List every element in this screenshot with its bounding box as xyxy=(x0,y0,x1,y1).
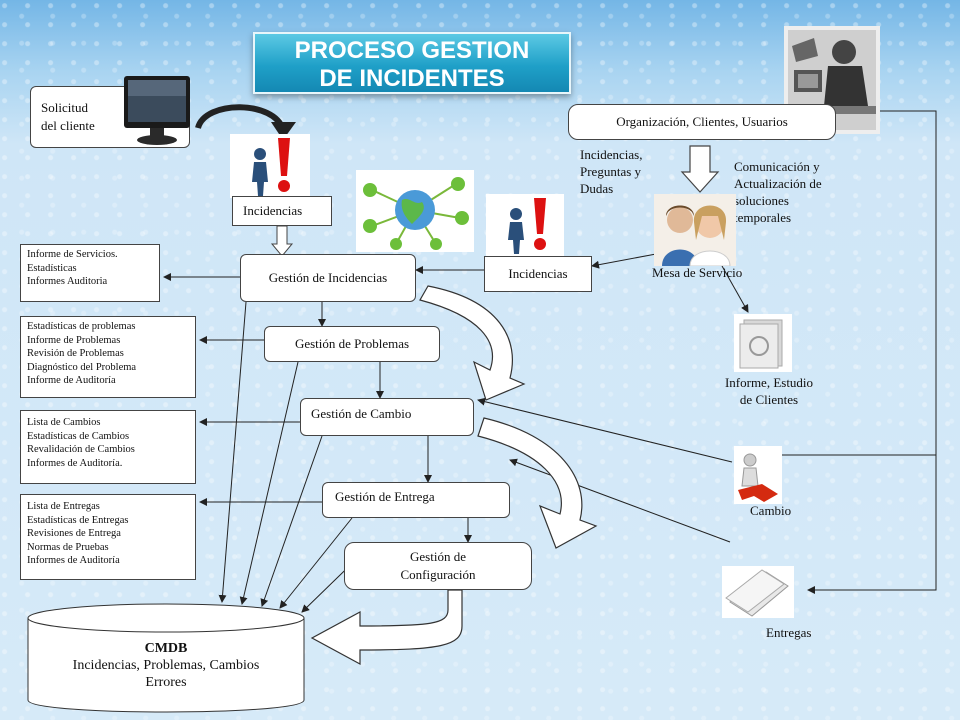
list-item: Revisión de Problemas xyxy=(27,348,124,360)
curve-arrow-solicitud xyxy=(195,104,286,132)
cmdb-title: CMDB xyxy=(144,641,188,656)
comunicacion-line1: Comunicación y xyxy=(734,159,820,174)
process-gestion-problemas: Gestión de Problemas xyxy=(264,326,440,362)
preguntas-line3: Dudas xyxy=(580,181,614,196)
solicitud-line1: Solicitud xyxy=(41,100,88,115)
list-servicios: Informe de Servicios. Estadísticas Infor… xyxy=(20,244,160,302)
title-line2: DE INCIDENTES xyxy=(319,65,505,92)
change-person-icon xyxy=(734,446,782,504)
list-item: Informe de Auditoría xyxy=(27,375,116,387)
cmdb-line1: Incidencias, Problemas, Cambios xyxy=(72,658,260,673)
list-item: Estadísticas de problemas xyxy=(27,321,136,332)
list-item: Revalidación de Cambios xyxy=(27,444,135,456)
list-item: Estadísticas xyxy=(27,262,77,274)
process-gestion-entrega: Gestión de Entrega xyxy=(322,482,510,518)
papers-icon xyxy=(722,566,794,618)
preguntas-line1: Incidencias, xyxy=(580,147,643,162)
call-center-photo-icon xyxy=(784,26,880,134)
preguntas-line2: Preguntas y xyxy=(580,164,642,179)
comunicacion-line2: Actualización de xyxy=(734,176,822,191)
process-problemas-label: Gestión de Problemas xyxy=(294,336,410,351)
monitor-icon xyxy=(124,76,190,145)
big-curved-arrow-cmdb xyxy=(310,589,463,666)
list-item: Informes Auditoria xyxy=(27,276,108,288)
list-item: Informes de Auditoría xyxy=(27,555,120,567)
process-cambio-label: Gestión de Cambio xyxy=(311,406,412,421)
process-config-line1: Gestión de xyxy=(410,549,466,564)
preguntas-text: Incidencias, Preguntas y Dudas xyxy=(580,146,642,197)
incidencias-right-box: Incidencias xyxy=(484,256,592,292)
hollow-arrow-incidencias xyxy=(270,225,294,257)
incidencias-left-label: Incidencias xyxy=(243,203,303,218)
list-item: Normas de Pruebas xyxy=(27,541,109,553)
cmdb-cylinder xyxy=(27,618,305,713)
comunicacion-line4: temporales xyxy=(734,210,792,225)
incidencias-left-box: Incidencias xyxy=(232,196,332,226)
process-gestion-configuracion: Gestión de Configuración xyxy=(344,542,532,590)
list-item: Informes de Auditoría. xyxy=(27,457,123,469)
list-cambios: Lista de Cambios Estadísticas de Cambios… xyxy=(20,410,196,484)
process-entrega-label: Gestión de Entrega xyxy=(335,489,435,504)
list-item: Informe de Problemas xyxy=(27,334,121,346)
list-item: Informe de Servicios. xyxy=(27,249,118,260)
title-line1: PROCESO GESTION xyxy=(294,37,530,64)
process-gestion-incidencias: Gestión de Incidencias xyxy=(240,254,416,302)
informe-clientes-line1: Informe, Estudio xyxy=(724,375,814,390)
comunicacion-line3: soluciones xyxy=(734,193,789,208)
entregas-label: Entregas xyxy=(766,625,812,640)
cambio-label: Cambio xyxy=(750,503,792,518)
process-config-line2: Configuración xyxy=(400,567,476,582)
help-desk-people-icon xyxy=(654,194,736,266)
list-entregas: Lista de Entregas Estadísticas de Entreg… xyxy=(20,494,196,580)
informe-clientes-text: Informe, Estudio de Clientes xyxy=(714,374,824,408)
comunicacion-text: Comunicación y Actualización de solucion… xyxy=(734,158,822,226)
mesa-label: Mesa de Servicio xyxy=(652,265,743,280)
cmdb-line2: Errores xyxy=(145,675,187,690)
big-curved-arrow-1 xyxy=(419,285,526,401)
list-problemas: Estadísticas de problemas Informe de Pro… xyxy=(20,316,196,398)
list-item: Diagnóstico del Problema xyxy=(27,361,137,373)
page-title: PROCESO GESTION DE INCIDENTES xyxy=(253,32,571,94)
cmdb-text: CMDB Incidencias, Problemas, Cambios Err… xyxy=(28,640,304,691)
organizacion-box: Organización, Clientes, Usuarios xyxy=(568,104,836,140)
list-item: Estadísticas de Entregas xyxy=(27,514,129,526)
hollow-arrow-mesa xyxy=(680,145,720,193)
globe-network-icon xyxy=(356,170,474,252)
informe-clientes-line2: de Clientes xyxy=(739,392,799,407)
big-curved-arrow-2 xyxy=(477,417,598,549)
warning-person-icon xyxy=(230,134,310,198)
list-item: Lista de Cambios xyxy=(27,417,101,428)
list-item: Revisiones de Entrega xyxy=(27,528,121,540)
list-item: Estadísticas de Cambios xyxy=(27,430,130,442)
process-incidencias-label: Gestión de Incidencias xyxy=(268,270,388,285)
list-item: Lista de Entregas xyxy=(27,501,100,512)
report-icon xyxy=(734,314,792,372)
process-gestion-cambio: Gestión de Cambio xyxy=(300,398,474,436)
incidencias-right-label: Incidencias xyxy=(508,266,568,281)
solicitud-line2: del cliente xyxy=(41,118,95,133)
warning-person-icon xyxy=(486,194,564,256)
organizacion-label: Organización, Clientes, Usuarios xyxy=(616,114,788,129)
